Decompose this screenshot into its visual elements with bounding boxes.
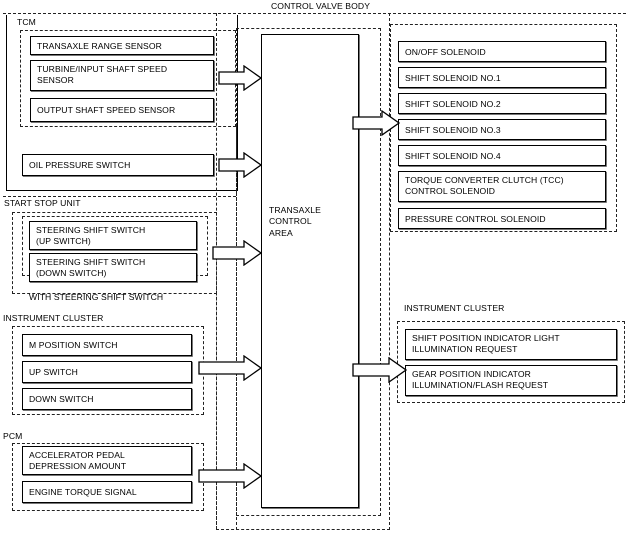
- arrow-tcm-sensors-to-control: [218, 65, 262, 91]
- output-box-on-off-solenoid: ON/OFF SOLENOID: [398, 41, 606, 62]
- transaxle-control-area-box: [261, 34, 359, 508]
- arrow-control-to-instrument-cluster: [352, 357, 407, 383]
- arrow-oil-pressure-to-control: [218, 152, 262, 178]
- input-box-down-switch: DOWN SWITCH: [22, 388, 192, 410]
- input-box-accelerator-pedal-depression-amount: ACCELERATOR PEDAL DEPRESSION AMOUNT: [22, 446, 192, 475]
- tcm-outer-frame: [6, 15, 238, 191]
- tcm-group-label: TCM: [14, 17, 39, 27]
- input-box-turbine-input-shaft-speed-sensor: TURBINE/INPUT SHAFT SPEED SENSOR: [30, 60, 214, 91]
- with-steering-shift-switch-label: WITH STEERING SHIFT SWITCH: [29, 292, 164, 302]
- diagram-title: CONTROL VALVE BODY: [271, 1, 371, 11]
- input-box-m-position-switch: M POSITION SWITCH: [22, 334, 192, 356]
- center-inner-dashed-frame: [236, 28, 381, 516]
- input-box-oil-pressure-switch: OIL PRESSURE SWITCH: [22, 154, 214, 176]
- transaxle-control-area-label: TRANSAXLE CONTROL AREA: [269, 205, 322, 238]
- start-stop-unit-label: START STOP UNIT: [4, 198, 81, 208]
- start-stop-unit-frame: [3, 196, 236, 197]
- output-box-shift-solenoid-4: SHIFT SOLENOID NO.4: [398, 145, 606, 166]
- center-outer-dashed-frame: [216, 13, 390, 530]
- arrow-pcm-to-control: [198, 463, 262, 489]
- output-box-shift-solenoid-1: SHIFT SOLENOID NO.1: [398, 67, 606, 88]
- output-box-shift-position-indicator-light-request: SHIFT POSITION INDICATOR LIGHT ILLUMINAT…: [405, 329, 617, 360]
- instrument-cluster-left-label: INSTRUMENT CLUSTER: [3, 313, 104, 323]
- input-box-steering-shift-switch-up: STEERING SHIFT SWITCH (UP SWITCH): [29, 221, 197, 250]
- arrow-steering-shift-to-control: [212, 240, 262, 266]
- control-valve-body-frame-top: [3, 13, 626, 14]
- instrument-cluster-right-frame: [397, 321, 625, 403]
- arrow-control-to-solenoids: [352, 110, 400, 136]
- output-box-pressure-control-solenoid: PRESSURE CONTROL SOLENOID: [398, 208, 606, 229]
- output-box-shift-solenoid-3: SHIFT SOLENOID NO.3: [398, 119, 606, 140]
- input-box-up-switch: UP SWITCH: [22, 361, 192, 383]
- output-box-shift-solenoid-2: SHIFT SOLENOID NO.2: [398, 93, 606, 114]
- input-box-steering-shift-switch-down: STEERING SHIFT SWITCH (DOWN SWITCH): [29, 253, 197, 282]
- output-box-tcc-control-solenoid: TORQUE CONVERTER CLUTCH (TCC) CONTROL SO…: [398, 171, 606, 202]
- input-box-output-shaft-speed-sensor: OUTPUT SHAFT SPEED SENSOR: [30, 98, 214, 122]
- output-box-gear-position-indicator-request: GEAR POSITION INDICATOR ILLUMINATION/FLA…: [405, 365, 617, 396]
- arrow-instrument-switches-to-control: [198, 355, 262, 381]
- instrument-cluster-right-label: INSTRUMENT CLUSTER: [404, 303, 505, 313]
- pcm-label: PCM: [3, 431, 23, 441]
- input-box-transaxle-range-sensor: TRANSAXLE RANGE SENSOR: [30, 36, 214, 55]
- input-box-engine-torque-signal: ENGINE TORQUE SIGNAL: [22, 481, 192, 503]
